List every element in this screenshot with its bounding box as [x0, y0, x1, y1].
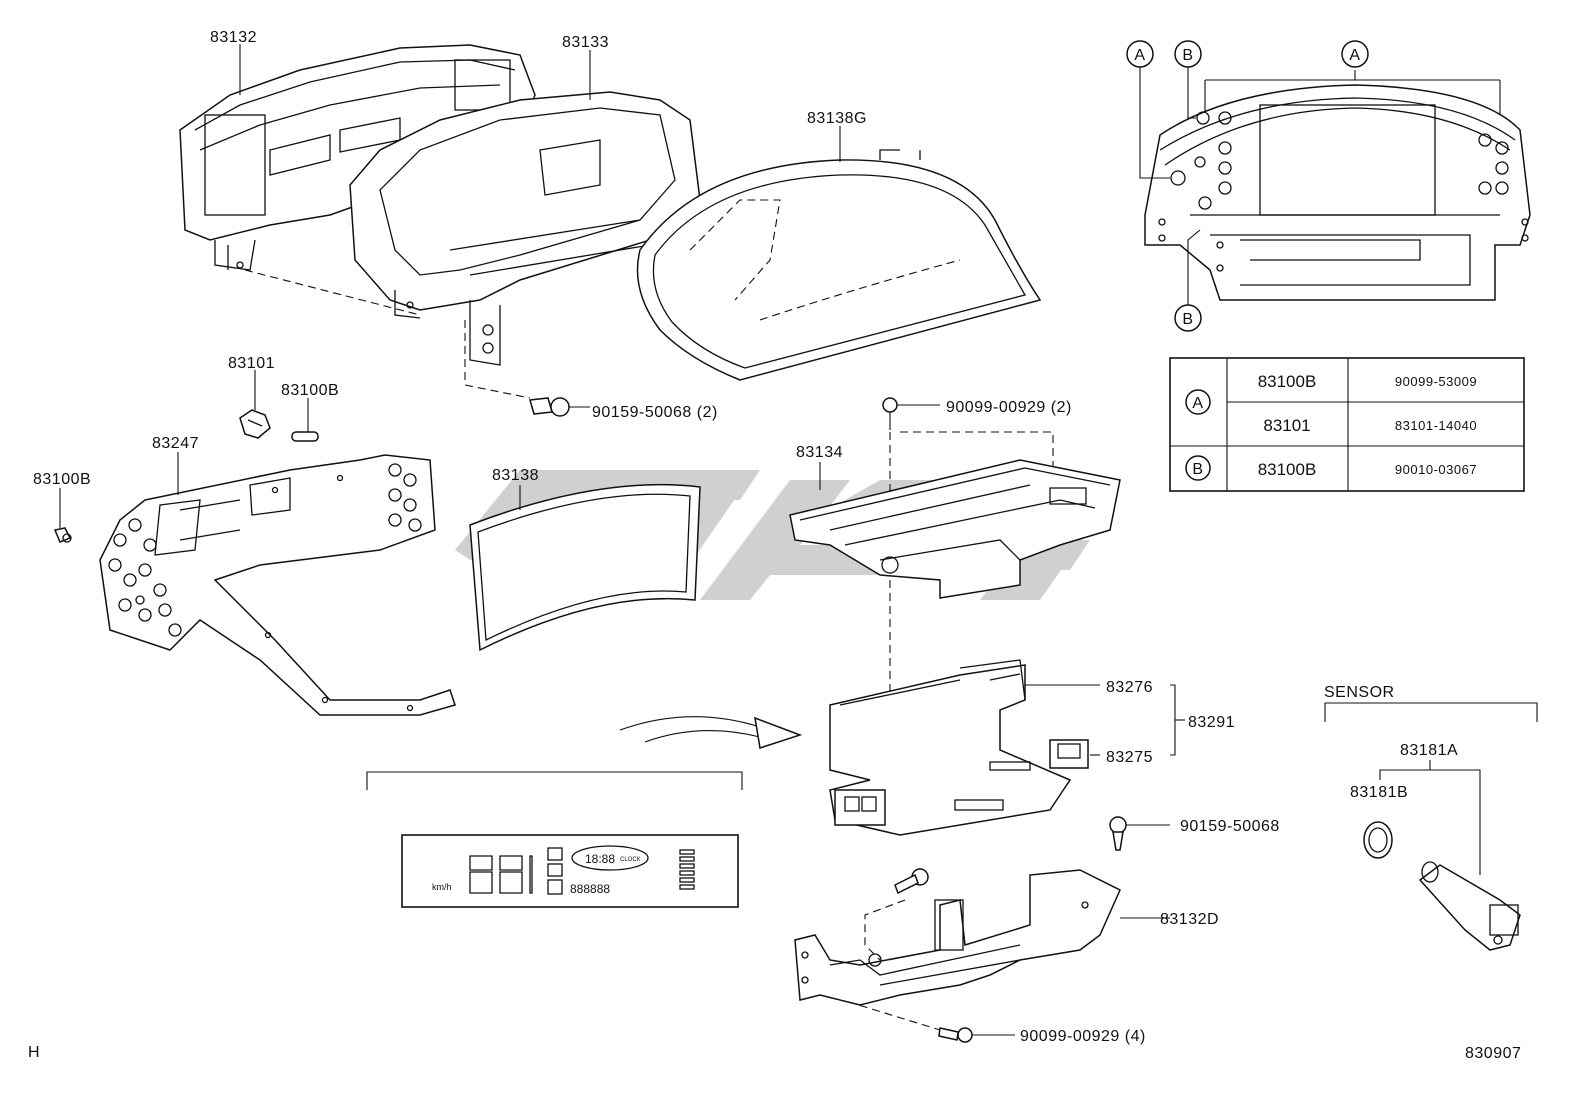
pin-83100b-left — [53, 488, 72, 543]
table-row-1-number: 90099-53009 — [1395, 374, 1477, 389]
label-83100b-top: 83100B — [281, 382, 339, 399]
svg-text:B: B — [1182, 47, 1193, 64]
lcd-bracket — [366, 771, 743, 790]
table-row-1-part: 83100B — [1258, 372, 1317, 391]
label-83134: 83134 — [796, 444, 843, 461]
table-row-1-marker: A — [1192, 395, 1203, 412]
clip-83101 — [239, 370, 271, 439]
table-row-3-marker: B — [1192, 461, 1203, 478]
housing-83132d — [794, 869, 1170, 1006]
lcd-odo-digits: 888888 — [570, 882, 610, 896]
svg-text:B: B — [1182, 311, 1193, 328]
label-83101: 83101 — [228, 355, 275, 372]
leader-lines — [239, 44, 841, 162]
circuit-83291 — [829, 659, 1185, 836]
lcd-display: km/h 18:88 CLOCK 888888 — [366, 771, 743, 908]
label-90099-00929-4: 90099-00929 (4) — [1020, 1028, 1146, 1045]
lens-83138 — [469, 483, 701, 652]
label-83291: 83291 — [1188, 714, 1235, 731]
table-row-2-number: 83101-14040 — [1395, 418, 1477, 433]
sensor-section — [1324, 702, 1538, 951]
label-sensor: SENSOR — [1324, 684, 1395, 701]
holder-83134 — [789, 459, 1121, 599]
marker-b-top: B — [1174, 40, 1202, 68]
table-row: B 83100B 90010-03067 — [1185, 455, 1477, 481]
label-83133: 83133 — [562, 34, 609, 51]
label-83138g: 83138G — [807, 110, 867, 127]
lcd-bar-gauge — [679, 849, 695, 890]
label-83247: 83247 — [152, 435, 199, 452]
label-83276: 83276 — [1106, 679, 1153, 696]
label-90159-50068-2: 90159-50068 (2) — [592, 404, 718, 421]
label-83132d: 83132D — [1160, 911, 1219, 928]
screw-90159-top — [529, 397, 590, 417]
label-90159-50068: 90159-50068 — [1180, 818, 1280, 835]
table-row-3-part: 83100B — [1258, 460, 1317, 479]
marker-a-left: A — [1126, 40, 1154, 68]
leader-housing-screw — [244, 269, 421, 316]
curved-arrow — [619, 716, 803, 749]
label-83181b: 83181B — [1350, 784, 1408, 801]
screw-90099-side — [864, 868, 929, 961]
screw-90159 — [1109, 816, 1170, 851]
sensor-83181a — [1418, 861, 1521, 951]
leader-frame-screw — [464, 320, 531, 399]
lcd-clock-digits: 18:88 — [585, 852, 615, 866]
label-83132: 83132 — [210, 29, 257, 46]
marker-b-bottom: B — [1174, 304, 1202, 332]
table-row: 83101 83101-14040 — [1263, 416, 1477, 435]
corner-code-right: 830907 — [1465, 1045, 1521, 1062]
pin-83100b-top — [291, 398, 319, 442]
inset-view — [1139, 67, 1531, 305]
label-83100b-left: 83100B — [33, 471, 91, 488]
table-row: A 83100B 90099-53009 — [1185, 372, 1477, 415]
label-83138: 83138 — [492, 467, 539, 484]
lcd-clock-word: CLOCK — [620, 857, 641, 863]
table-row-2-part: 83101 — [1263, 416, 1310, 435]
screw-90099-bottom — [809, 989, 1015, 1043]
bracket-83247 — [99, 452, 456, 716]
lcd-unit: km/h — [432, 882, 452, 892]
marker-a-right: A — [1341, 40, 1369, 68]
reference-table: A 83100B 90099-53009 83101 83101-14040 B… — [1169, 357, 1525, 492]
label-90099-00929-2: 90099-00929 (2) — [946, 399, 1072, 416]
svg-text:A: A — [1349, 47, 1360, 64]
corner-code-left: H — [28, 1044, 40, 1061]
svg-text:A: A — [1134, 47, 1145, 64]
label-83181a: 83181A — [1400, 742, 1458, 759]
cluster-frame-83133 — [349, 91, 701, 366]
table-row-3-number: 90010-03067 — [1395, 462, 1477, 477]
label-83275: 83275 — [1106, 749, 1153, 766]
lens-83138g — [636, 149, 1042, 381]
lcd-speed-digits — [469, 855, 533, 894]
